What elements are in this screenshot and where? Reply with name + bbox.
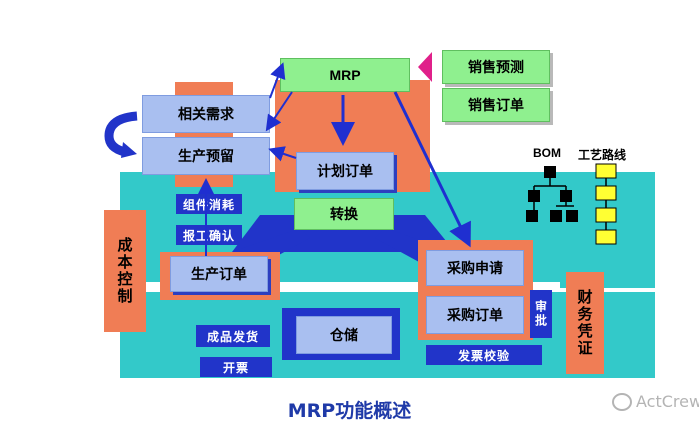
white-gap [120, 282, 560, 292]
invoice-verification-box[interactable]: 发票校验 [426, 345, 542, 365]
diagram-title: MRP功能概述 [287, 400, 412, 422]
arrow-mrp-to-demand [265, 91, 293, 132]
mrp-label: MRP [329, 67, 361, 83]
sales-order-label: 销售订单 [468, 98, 524, 114]
finance-voucher-label: 财务凭证 [575, 289, 594, 357]
arrow-planned-to-reserve [268, 146, 297, 162]
work-report-box[interactable]: 报工确认 [176, 225, 242, 245]
watermark-logo-icon [612, 392, 632, 411]
routing-label: 工艺路线 [578, 148, 627, 162]
purchase-requisition-label: 采购申请 [447, 261, 503, 277]
planned-order-box[interactable]: 计划订单 [296, 152, 394, 190]
planned-order-label: 计划订单 [317, 164, 373, 180]
production-order-label: 生产订单 [191, 267, 247, 283]
conversion-label: 转换 [330, 207, 358, 223]
magenta-pointer [418, 52, 432, 82]
production-order-box[interactable]: 生产订单 [170, 256, 268, 292]
production-reserve-label: 生产预留 [178, 149, 234, 165]
work-report-label: 报工确认 [182, 228, 235, 243]
purchase-requisition-box[interactable]: 采购申请 [426, 250, 524, 286]
approval-label: 审批 [533, 300, 548, 328]
cost-control-box[interactable]: 成本控制 [104, 210, 146, 332]
sales-forecast-label: 销售预测 [468, 60, 524, 76]
invoice-verification-label: 发票校验 [457, 348, 510, 363]
invoicing-label: 开票 [222, 360, 249, 375]
warehouse-box[interactable]: 仓储 [296, 316, 392, 354]
approval-box[interactable]: 审批 [530, 290, 552, 338]
bom-label: BOM [533, 146, 561, 160]
finished-goods-shipping-box[interactable]: 成品发货 [196, 325, 270, 347]
arrow-demand-to-mrp [269, 62, 286, 99]
arrow-mrp-to-purchase [393, 91, 471, 248]
invoicing-box[interactable]: 开票 [200, 357, 272, 377]
production-reserve-box[interactable]: 生产预留 [142, 137, 270, 175]
purchase-order-box[interactable]: 采购订单 [426, 296, 524, 334]
curved-return-arrow-icon [104, 111, 138, 158]
watermark: ActCrew [612, 392, 699, 411]
routing-steps-icon [595, 163, 617, 245]
component-consumption-box[interactable]: 组件消耗 [176, 194, 242, 214]
component-consumption-label: 组件消耗 [182, 197, 235, 212]
conversion-box[interactable]: 转换 [294, 198, 394, 230]
cost-control-label: 成本控制 [115, 237, 134, 305]
sales-forecast-box[interactable]: 销售预测 [442, 50, 550, 84]
related-demand-label: 相关需求 [178, 107, 234, 123]
related-demand-box[interactable]: 相关需求 [142, 95, 270, 133]
purchase-order-label: 采购订单 [447, 308, 503, 324]
watermark-text: ActCrew [636, 392, 699, 411]
finance-voucher-box[interactable]: 财务凭证 [566, 272, 604, 374]
finished-goods-shipping-label: 成品发货 [206, 329, 259, 344]
bom-tree-icon [526, 166, 578, 222]
warehouse-label: 仓储 [330, 328, 358, 344]
sales-order-box[interactable]: 销售订单 [442, 88, 550, 122]
